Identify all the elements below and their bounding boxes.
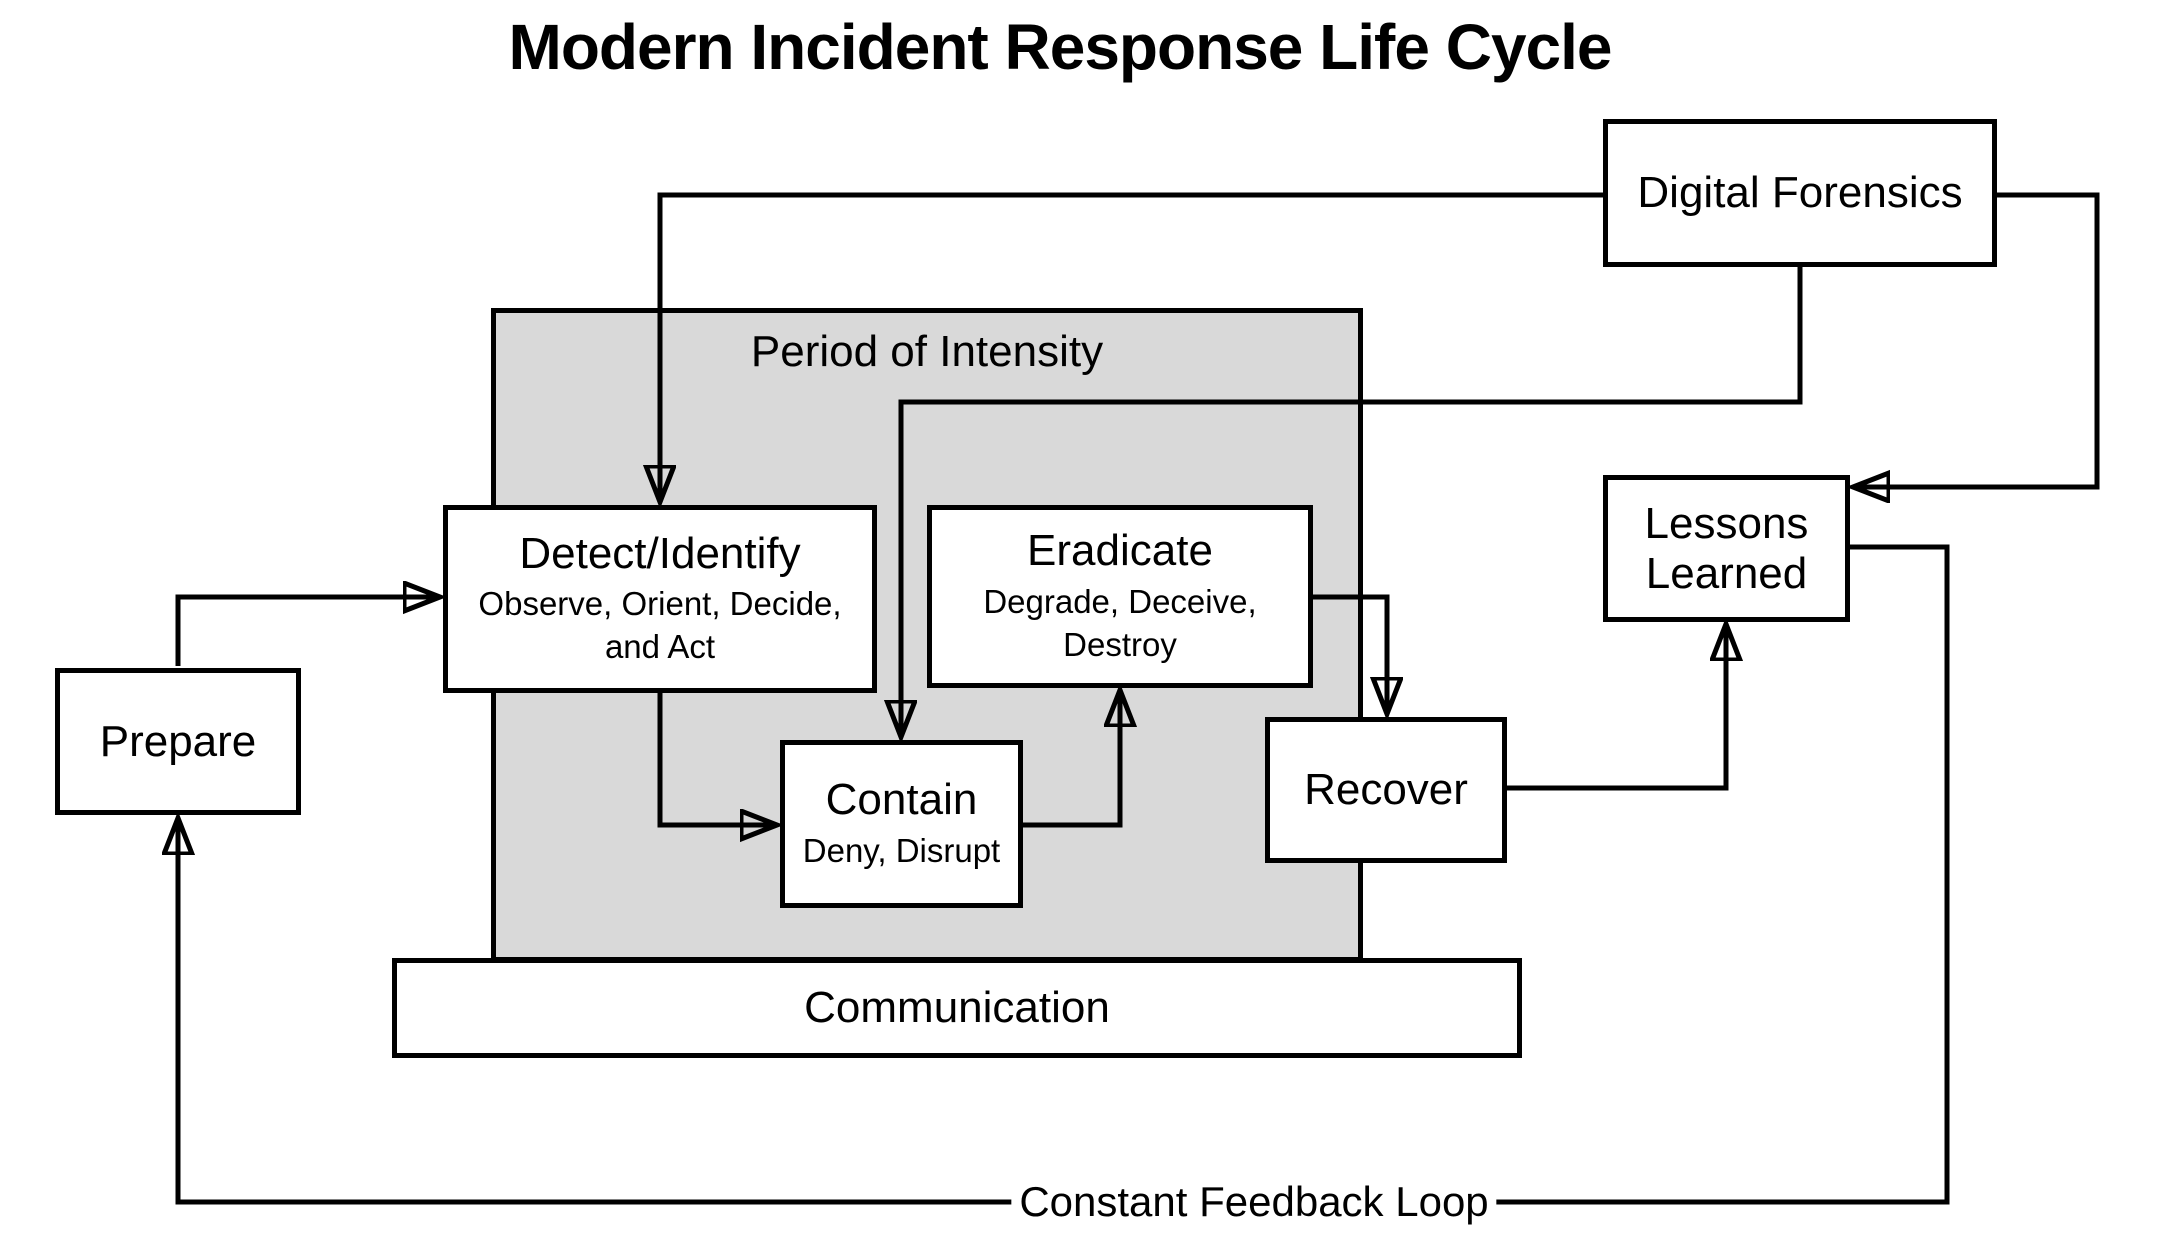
edge-recover-to-lessons-learned [1507,625,1726,791]
detect-identify-box: Detect/Identify Observe, Orient, Decide,… [443,505,877,693]
diagram-title: Modern Incident Response Life Cycle [508,11,1613,83]
prepare-box: Prepare [55,668,301,815]
edge-digital-forensics-to-contain [901,267,1803,736]
edge-eradicate-to-recover [1313,594,1387,713]
eradicate-label: Eradicate [1027,526,1213,576]
edge-contain-to-eradicate [1023,691,1120,828]
eradicate-box: Eradicate Degrade, Deceive, Destroy [927,505,1313,688]
digital-forensics-box: Digital Forensics [1603,119,1997,267]
edge-digital-forensics-to-detect-identify [660,192,1603,501]
recover-box: Recover [1265,717,1507,863]
edge-constant-feedback-loop [178,544,1950,1205]
lessons-learned-box: Lessons Learned [1603,475,1850,622]
edge-prepare-to-detect-identify [175,597,439,666]
communication-label: Communication [804,983,1110,1033]
contain-box: Contain Deny, Disrupt [780,740,1023,908]
contain-label: Contain [825,775,978,825]
detect-identify-label: Detect/Identify [519,528,801,578]
period-of-intensity-label: Period of Intensity [750,327,1104,376]
communication-bar: Communication [392,958,1522,1058]
digital-forensics-label: Digital Forensics [1637,168,1963,218]
edge-digital-forensics-to-lessons-learned [1854,192,2100,487]
contain-sublabel: Deny, Disrupt [802,831,1001,869]
eradicate-sublabel: Degrade, Deceive, Destroy [983,582,1257,663]
prepare-label: Prepare [99,716,257,766]
lessons-learned-label: Lessons Learned [1644,499,1809,598]
detect-identify-sublabel: Observe, Orient, Decide, and Act [478,585,842,666]
recover-label: Recover [1304,765,1468,815]
constant-feedback-loop-label: Constant Feedback Loop [1011,1178,1497,1226]
edge-detect-identify-to-contain [657,693,776,825]
